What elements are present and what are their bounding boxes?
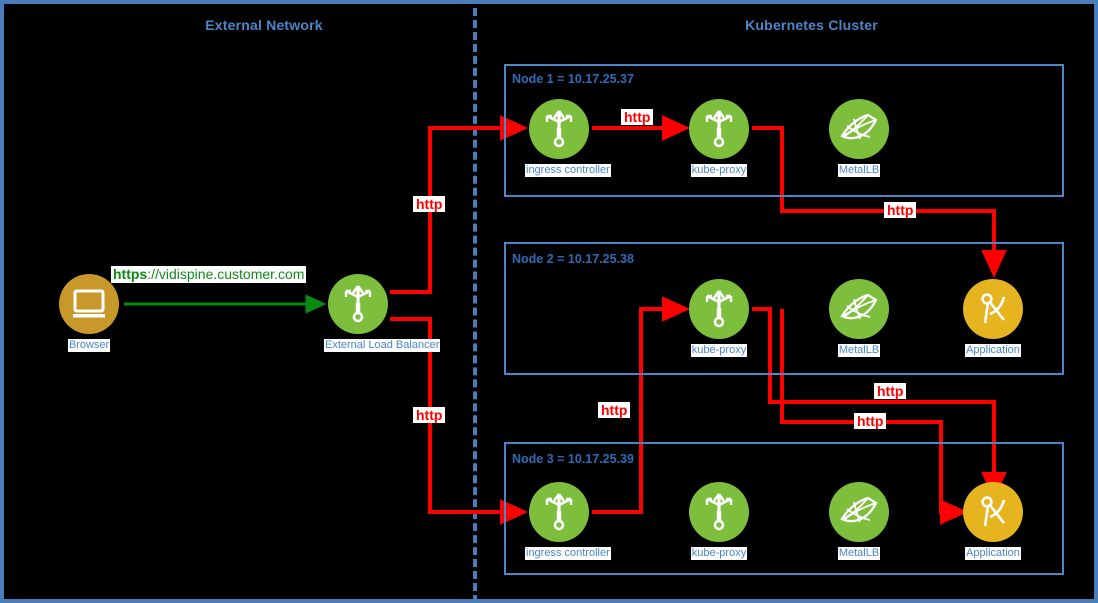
http-label-node1-proxy-to-app2: http	[884, 202, 917, 218]
node3-ingress-controller[interactable]: ingress controller	[525, 482, 611, 561]
node2-application[interactable]: Application	[959, 279, 1027, 358]
node1-ingress-controller-label: ingress controller	[525, 164, 611, 177]
http-label-node2-proxy-to-app3-b: http	[854, 413, 887, 429]
node2-application-label: Application	[965, 344, 1021, 357]
node1-kube-proxy[interactable]: kube-proxy	[685, 99, 753, 178]
node-box-1	[504, 64, 1064, 197]
external-load-balancer-node[interactable]: External Load Balancer	[324, 274, 441, 353]
url-scheme: https	[113, 266, 148, 282]
mesh-net-icon	[829, 482, 889, 542]
node3-ingress-controller-label: ingress controller	[525, 547, 611, 560]
load-balancer-icon	[328, 274, 388, 334]
compass-icon	[963, 482, 1023, 542]
mesh-net-icon	[829, 99, 889, 159]
node2-metallb-label: MetalLB	[837, 344, 881, 357]
mesh-net-icon	[829, 279, 889, 339]
browser-label: Browser	[67, 339, 111, 352]
https-url-label: https://vidispine.customer.com	[111, 266, 307, 283]
compass-icon	[963, 279, 1023, 339]
external-network-title: External Network	[205, 17, 323, 33]
node-1-label: Node 1 = 10.17.25.37	[512, 72, 634, 86]
browser-node[interactable]: Browser	[55, 274, 123, 353]
node1-metallb-label: MetalLB	[837, 164, 881, 177]
url-rest: ://vidispine.customer.com	[147, 266, 305, 282]
node-box-3	[504, 442, 1064, 575]
http-label-lb-to-node3: http	[413, 407, 446, 423]
load-balancer-icon	[529, 99, 589, 159]
node2-kube-proxy-label: kube-proxy	[690, 344, 748, 357]
load-balancer-icon	[529, 482, 589, 542]
node3-application-label: Application	[965, 547, 1021, 560]
network-boundary-divider	[473, 8, 477, 599]
http-label-node1-ingress-to-proxy: http	[621, 109, 654, 125]
node1-kube-proxy-label: kube-proxy	[690, 164, 748, 177]
node3-kube-proxy-label: kube-proxy	[690, 547, 748, 560]
external-load-balancer-label: External Load Balancer	[324, 339, 441, 352]
http-label-lb-to-node1: http	[413, 196, 446, 212]
node3-metallb[interactable]: MetalLB	[825, 482, 893, 561]
node2-metallb[interactable]: MetalLB	[825, 279, 893, 358]
node3-kube-proxy[interactable]: kube-proxy	[685, 482, 753, 561]
node1-ingress-controller[interactable]: ingress controller	[525, 99, 611, 178]
node-3-label: Node 3 = 10.17.25.39	[512, 452, 634, 466]
browser-monitor-icon	[59, 274, 119, 334]
http-label-node2-proxy-to-app3: http	[874, 383, 907, 399]
load-balancer-icon	[689, 99, 749, 159]
node3-metallb-label: MetalLB	[837, 547, 881, 560]
http-label-node3-ingress-to-proxy2: http	[598, 402, 631, 418]
node2-kube-proxy[interactable]: kube-proxy	[685, 279, 753, 358]
node-2-label: Node 2 = 10.17.25.38	[512, 252, 634, 266]
load-balancer-icon	[689, 482, 749, 542]
node1-metallb[interactable]: MetalLB	[825, 99, 893, 178]
node-box-2	[504, 242, 1064, 375]
kubernetes-cluster-title: Kubernetes Cluster	[745, 17, 878, 33]
load-balancer-icon	[689, 279, 749, 339]
node3-application[interactable]: Application	[959, 482, 1027, 561]
